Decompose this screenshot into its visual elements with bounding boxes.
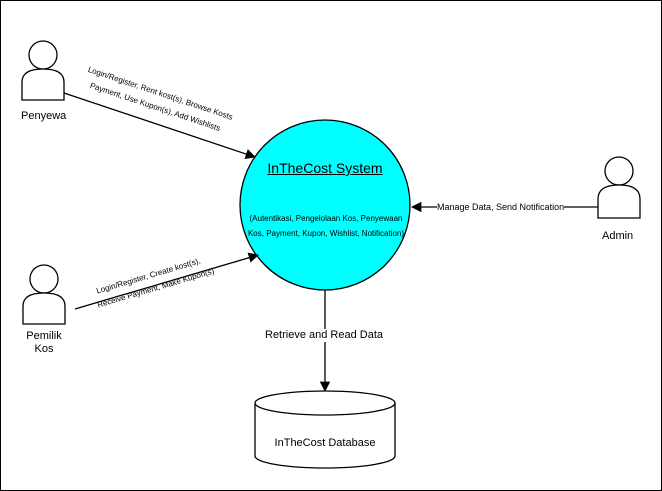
edge-admin-label: Manage Data, Send Notification <box>437 202 565 213</box>
actor-admin-label: Admin <box>602 230 634 242</box>
system-description: (Autentikasi, Pengelolaan Kos, Penyewaan… <box>247 214 405 238</box>
actor-penyewa-label: Penyewa <box>21 110 67 122</box>
actor-pemilik-kos-label-line1: Pemilik <box>26 330 62 342</box>
actor-penyewa-icon <box>21 40 65 101</box>
actor-pemilik-kos-label: Pemilik Kos <box>20 330 68 356</box>
edge-database-label: Retrieve and Read Data <box>265 329 384 342</box>
system-process-circle <box>239 119 411 291</box>
actor-pemilik-kos-icon <box>22 264 66 325</box>
database-cylinder-icon <box>254 390 396 469</box>
edge-penyewa-to-system <box>63 92 256 159</box>
actor-admin-icon <box>597 156 641 219</box>
actor-pemilik-kos-label-line2: Kos <box>34 343 54 355</box>
database-label: InTheCost Database <box>274 437 376 449</box>
system-title: InTheCost System <box>267 160 383 176</box>
edge-pemilik-to-system <box>74 252 259 310</box>
